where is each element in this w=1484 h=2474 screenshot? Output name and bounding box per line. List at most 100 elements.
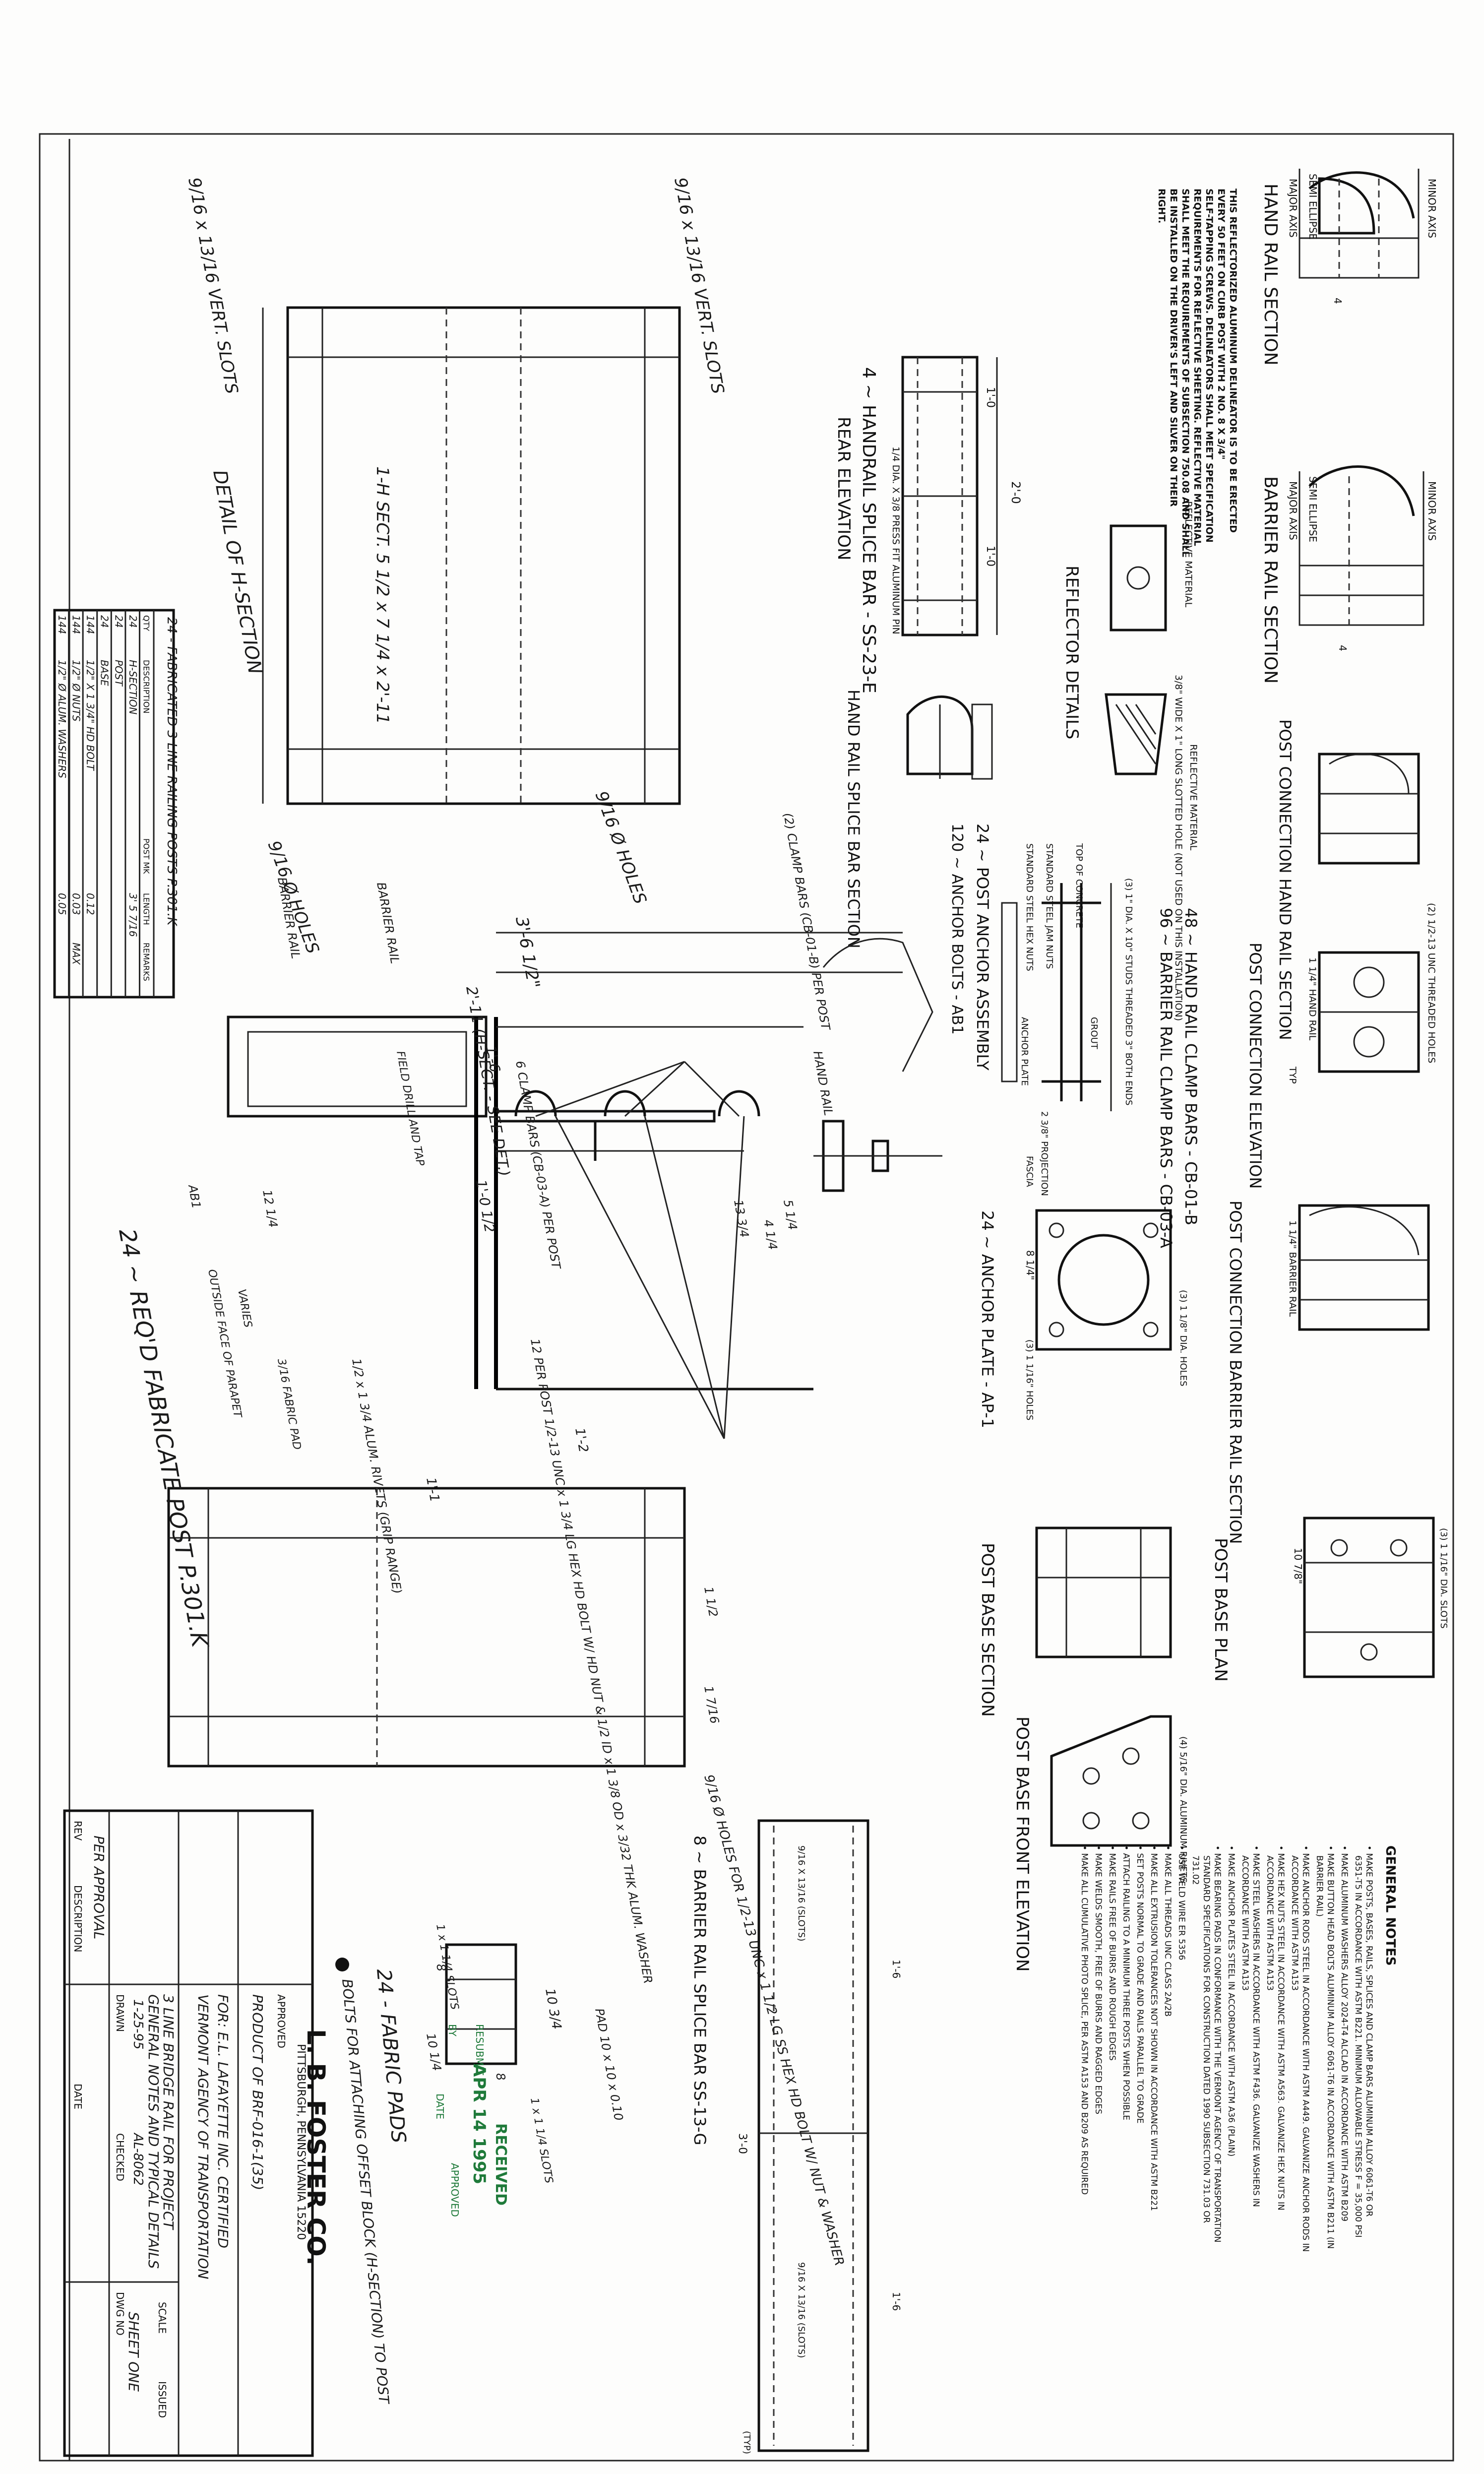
reflector-title: REFLECTOR DETAILS xyxy=(1062,566,1082,739)
tb-sheet: SHEET ONE xyxy=(125,2312,142,2392)
dim-134: 13 3/4 xyxy=(731,1199,751,1238)
tb-scale: SCALE xyxy=(156,2302,168,2334)
post-base-plan: (3) 1 1/16" DIA. SLOTS 10 7/8" POST BASE… xyxy=(1211,1517,1449,1682)
general-note-item: • MAKE POSTS, BASES, RAILS, SPLICES AND … xyxy=(1353,1845,1374,2237)
tb-city: PITTSBURGH, PENNSYLVANIA 15220 xyxy=(295,2044,307,2240)
fabricate-title: 24 ~ REQ'D FABRICATE POST P.301.K xyxy=(114,1227,214,1651)
fab-dim-8a: 8 xyxy=(433,1963,448,1972)
h-minor-label: MINOR AXIS xyxy=(1426,179,1438,238)
ab-studs-label: (3) 1" DIA. X 10" STUDS THREADED 3" BOTH… xyxy=(1123,878,1134,1105)
bom-cell: 0.12 xyxy=(84,893,96,915)
b-semi-label: SEMI ELLIPSE xyxy=(1307,476,1319,542)
dim-52: 5 1/4 xyxy=(781,1199,800,1231)
post-base-front-elevation: (4) 5/16" DIA. ALUMINUM RIVETS POST BASE… xyxy=(1012,1715,1188,1971)
bolt-note-2: 9/16 Ø HOLES FOR 1/2-13 UNC x 1 1/2 LG S… xyxy=(701,1773,847,2268)
slot-bot-label-2: 1 x 1 1/4 SLOTS xyxy=(528,2097,555,2184)
reflector-details: REFLECTIVE MATERIAL REFLECTIVE MATERIAL … xyxy=(1062,501,1199,1021)
tb-issued: ISSUED xyxy=(156,2381,168,2418)
b-dia-label: 4 xyxy=(1337,645,1349,651)
detail-h-title: DETAIL OF H-SECTION xyxy=(209,468,266,676)
hand-rail-label: HAND RAIL xyxy=(810,1050,836,1117)
post-anchor-assembly: (3) 1" DIA. X 10" STUDS THREADED 3" BOTH… xyxy=(948,824,1134,1196)
anchor-assembly-title: 24 ~ POST ANCHOR ASSEMBLY xyxy=(973,824,992,1071)
clamp-bars-barrier-title: 96 ~ BARRIER RAIL CLAMP BARS - CB-03-A xyxy=(1157,908,1175,1248)
ab-top-label: TOP OF CONCRETE xyxy=(1074,843,1084,928)
bom-cell: 1/2" Ø ALUM. WASHERS xyxy=(56,660,68,778)
bom-cell: 24 xyxy=(127,615,139,628)
bom-cell: 24 xyxy=(113,615,124,628)
h-sect-dim: 2'-11 (H-SECT. - SEE DET.) xyxy=(462,985,513,1178)
h-major-label: MAJOR AXIS xyxy=(1287,179,1299,238)
pb-plan-dim: 10 7/8" xyxy=(1292,1548,1304,1584)
handrail-splice-title: 4 ~ HANDRAIL SPLICE BAR - SS-23-E xyxy=(859,367,879,694)
handrail-splice-bar: 2'-0 1'-0 1'-0 1/4 DIA. X 3/8 PRESS FIT … xyxy=(834,356,1023,694)
splice-pin-label: 1/4 DIA. X 3/8 PRESS FIT ALUMINUM PIN xyxy=(890,446,901,634)
hand-rail-section: MAJOR AXIS MINOR AXIS SEMI ELLIPSE 4 HAN… xyxy=(1260,169,1438,366)
bolt-note: 12 PER POST 1/2-13 UNC x 1 3/4 LG HEX HD… xyxy=(528,1337,655,1985)
tb-for: FOR: E.L. LAFAYETTE INC. CERTIFIED xyxy=(215,1994,231,2248)
pb-holes2-label: (4) 5/16" DIA. ALUMINUM RIVETS xyxy=(1178,1736,1188,1883)
hand-rail-splice-section-title: HAND RAIL SPLICE BAR SECTION xyxy=(844,690,863,949)
splice-d7: 1'-0 xyxy=(984,546,996,567)
dim-44: 4 1/4 xyxy=(761,1218,780,1251)
fab-dim-v: 12 1/4 xyxy=(260,1189,280,1228)
anchor-bolts-title: 120 ~ ANCHOR BOLTS - AB1 xyxy=(948,824,966,1035)
bom-header-cell: DESCRIPTION xyxy=(141,660,151,713)
bill-of-materials: 24 - FABRICATED 3 LINE RAILING POSTS P.3… xyxy=(53,609,179,999)
rev-approval: PER APPROVAL xyxy=(91,1836,107,1939)
ab-jam-label: STANDARD STEEL JAM NUTS xyxy=(1044,843,1054,969)
general-note-item: • MAKE STEEL WASHERS IN ACCORDANCE WITH … xyxy=(1240,1845,1261,2207)
post-conn-barrier-section: 1 1/4" BARRIER RAIL POST CONNECTION BARR… xyxy=(1226,1201,1430,1544)
varies-label: VARIES xyxy=(235,1288,254,1329)
holes-label: 9/16 Ø HOLES xyxy=(591,788,650,906)
bom-cell: 1/2" X 1 3/4" HD BOLT xyxy=(84,660,96,771)
bom-cell: 0.05 xyxy=(56,893,68,915)
fab-dim-3: 1'-1 xyxy=(423,1476,442,1503)
splice-dim-1: 1'-6 xyxy=(890,1960,902,1978)
bom-cell: 0.03 xyxy=(70,893,82,915)
clamp-note-2: (2) CLAMP BARS (CB-01-B) PER POST xyxy=(781,812,833,1032)
fab-dim-2: 10 1/4 xyxy=(424,2032,444,2072)
reflector-note: THIS REFLECTORIZED ALUMINUM DELINEATOR I… xyxy=(1156,189,1238,557)
h-section-detail: 1-H SECT. 5 1/2 x 7 1/4 x 2'-11 9/16 x 1… xyxy=(184,176,728,956)
barrier-rail-label-2: BARRIER RAIL xyxy=(374,881,402,965)
post-conn-hand-section: POST CONNECTION HAND RAIL SECTION xyxy=(1276,719,1420,1040)
refl-material-label: REFLECTIVE MATERIAL xyxy=(1183,501,1194,608)
rev-date: DATE xyxy=(72,2084,84,2109)
hand-rail-splice-section: HAND RAIL SPLICE BAR SECTION xyxy=(844,690,993,949)
ab-grout-label: GROUT xyxy=(1089,1017,1099,1050)
barrier-rail-section-title: BARRIER RAIL SECTION xyxy=(1260,476,1281,684)
general-notes-list: • MAKE POSTS, BASES, RAILS, SPLICES AND … xyxy=(1079,1845,1374,2252)
approval-stamp: RECEIVED RESUBMIT APR 14 1995 APPROVED B… xyxy=(434,2024,509,2217)
ab-fascia-label: FASCIA xyxy=(1024,1156,1035,1187)
splice-slots-label-2: 9/16 X 13/16 (SLOTS) xyxy=(796,2262,806,2358)
rev-desc: DESCRIPTION xyxy=(72,1885,84,1952)
ap-size-label: 8 1/4" xyxy=(1024,1250,1036,1280)
slots-side-label: 9/16 x 13/16 VERT. SLOTS xyxy=(184,176,242,395)
main-assembly: 3'-6 1/2" 2'-11 (H-SECT. - SEE DET.) 1'-… xyxy=(186,812,942,1985)
h-semi-label: SEMI ELLIPSE xyxy=(1307,174,1319,240)
general-note-item: • USE WELD WIRE ER 5356 xyxy=(1176,1845,1186,1960)
fabric-pads-title: 24 - FABRIC PADS xyxy=(372,1968,410,2144)
general-note-item: • MAKE ANCHOR RODS STEEL IN ACCORDANCE W… xyxy=(1290,1845,1310,2252)
ap-holes2-label: (3) 1 1/16" HOLES xyxy=(1024,1339,1035,1420)
hsect-label: 1-H SECT. 5 1/2 x 7 1/4 x 2'-11 xyxy=(372,466,392,724)
tb-company: L. B. FOSTER CO. xyxy=(302,2029,330,2266)
general-notes-heading: GENERAL NOTES xyxy=(1383,1845,1398,1966)
stamp-approved: APPROVED xyxy=(449,2163,461,2217)
bom-cell: 24 xyxy=(99,615,111,628)
tb-date: 1-25-95 xyxy=(130,1999,145,2049)
tb-checked: CHECKED xyxy=(114,2133,126,2181)
general-notes: GENERAL NOTES • MAKE POSTS, BASES, RAILS… xyxy=(1079,1845,1398,2252)
pb-holes-label: (3) 1 1/16" DIA. SLOTS xyxy=(1438,1528,1449,1629)
general-note-item: • MAKE BUTTON HEAD BOLTS ALUMINUM ALLOY … xyxy=(1314,1845,1335,2249)
general-note-item: • MAKE BEARING PADS IN CONFORMANCE WITH … xyxy=(1190,1845,1222,2242)
stamp-date-label: DATE xyxy=(434,2093,446,2119)
general-note-item: • SET POSTS NORMAL TO GRADE AND RAILS PA… xyxy=(1135,1845,1145,2123)
post-conn-elevation: (2) 1/2-13 UNC THREADED HOLES 1 1/4" HAN… xyxy=(1246,903,1437,1189)
bom-cell: 144 xyxy=(70,615,82,634)
b-minor-label: MINOR AXIS xyxy=(1426,481,1438,541)
field-drill-label: FIELD DRILL AND TAP xyxy=(394,1050,426,1167)
bom-heading: 24 - FABRICATED 3 LINE RAILING POSTS P.3… xyxy=(164,617,179,927)
